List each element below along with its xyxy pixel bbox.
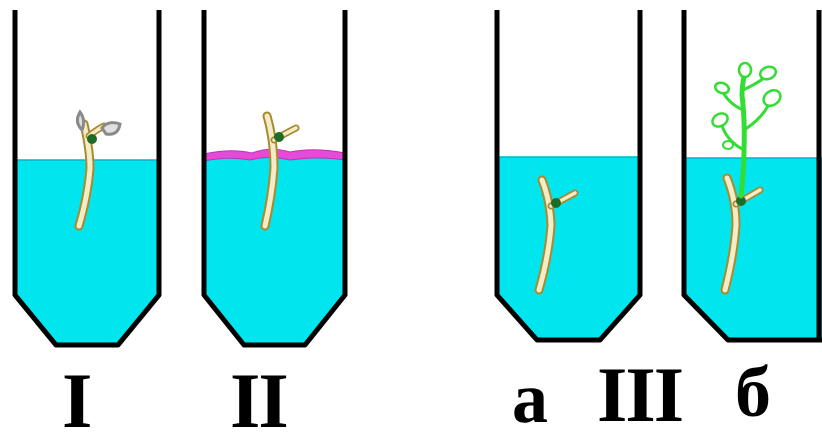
test-tube-3a bbox=[497, 10, 640, 340]
bud-icon bbox=[551, 198, 561, 208]
wilted-leaf-icon-2 bbox=[102, 123, 120, 135]
label-tube-3a: а bbox=[512, 362, 548, 434]
leaf-icon bbox=[710, 111, 730, 129]
tube-3a-water bbox=[497, 157, 640, 340]
test-tube-3b bbox=[684, 10, 822, 340]
test-tube-2 bbox=[204, 10, 345, 345]
label-tube-3b: б bbox=[735, 356, 771, 428]
bud-icon bbox=[87, 134, 97, 144]
label-tube-2: II bbox=[230, 362, 287, 440]
leaf-icon bbox=[758, 65, 777, 82]
label-tube-3-group: III bbox=[597, 356, 682, 434]
leaf-icon bbox=[761, 87, 784, 109]
leaf-icon bbox=[723, 141, 733, 149]
test-tube-1 bbox=[15, 10, 159, 345]
bud-icon bbox=[274, 132, 284, 142]
label-tube-1: I bbox=[62, 362, 90, 440]
leaf-icon bbox=[739, 63, 751, 77]
leaf-icon bbox=[714, 81, 731, 95]
wilted-leaf-icon bbox=[77, 112, 83, 130]
